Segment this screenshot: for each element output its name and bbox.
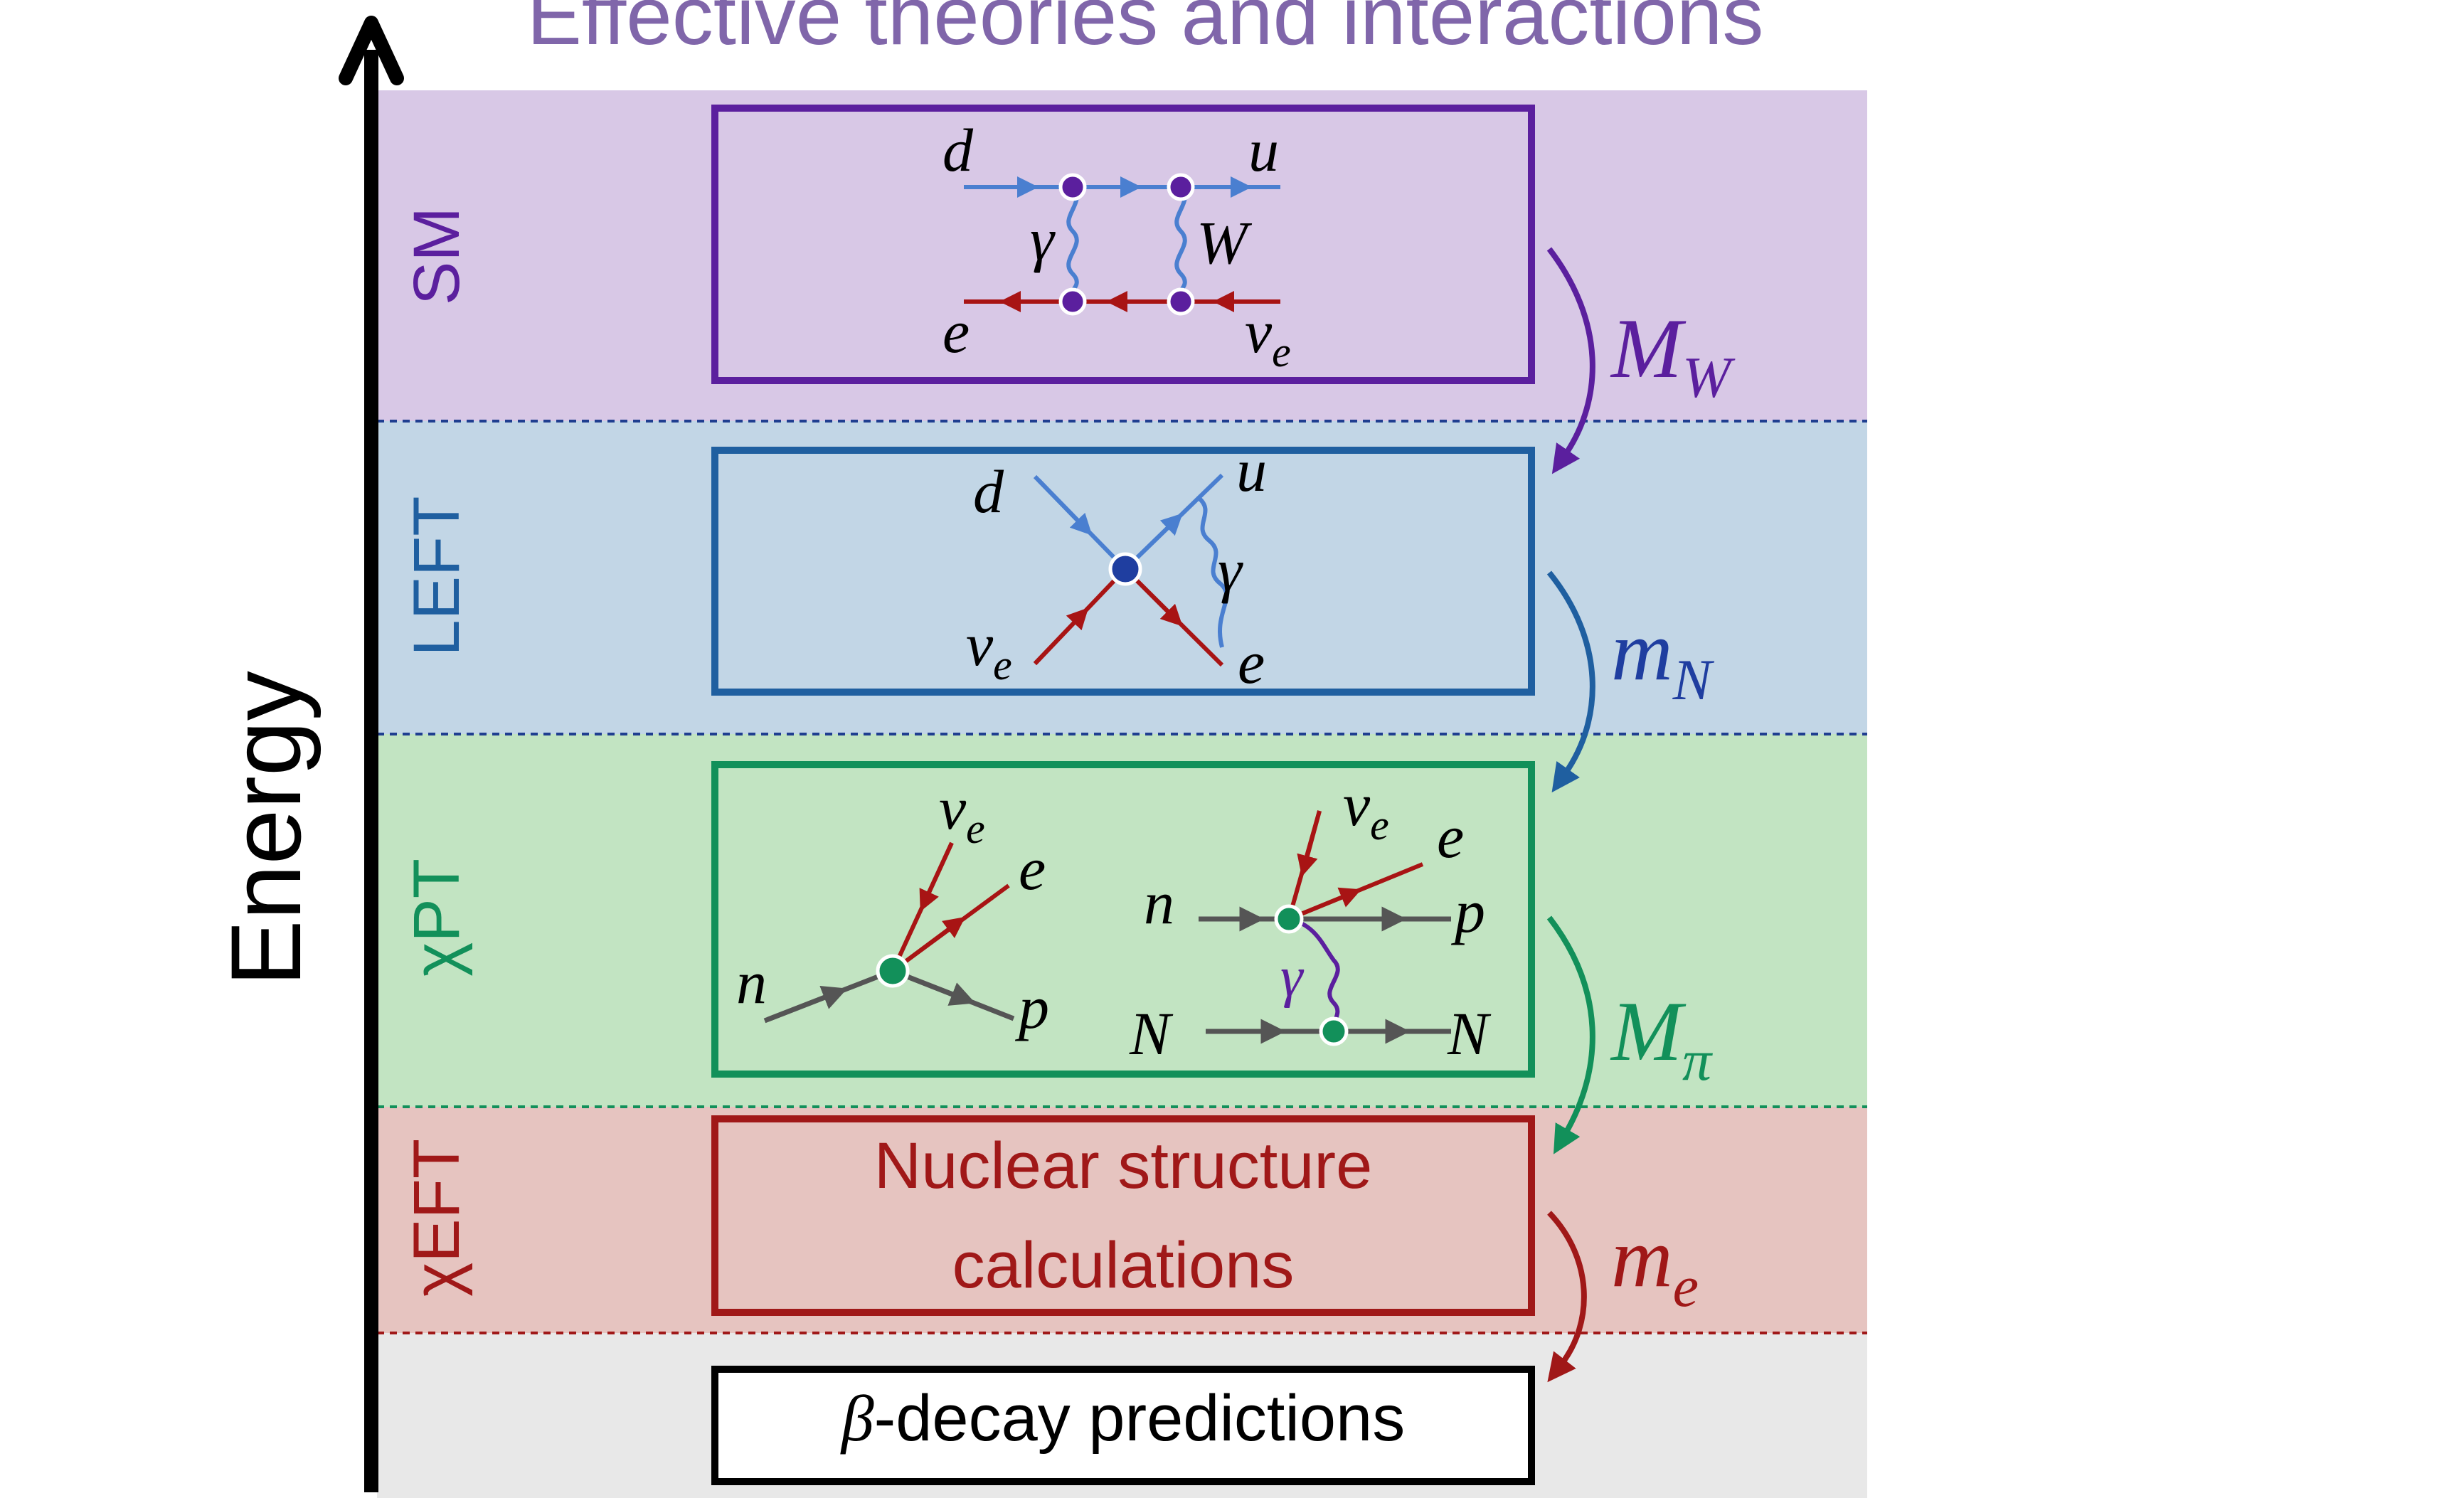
chpt-box (711, 761, 1535, 1078)
chpt-left-label-e: e (1019, 834, 1046, 903)
scale-mn: mN (1611, 603, 1715, 712)
scale-me-main: m (1611, 1210, 1673, 1305)
scale-mw-sub: W (1682, 345, 1736, 410)
chpt-right-feynman-diagram (1199, 810, 1451, 1046)
chpt-left-label-nu: νe (939, 774, 985, 852)
curved-down-arrow-icon (1546, 247, 1595, 474)
left-label-u: u (1236, 436, 1267, 504)
chpt-right-label-n: n (1144, 868, 1174, 937)
left-label-nu: νe (966, 610, 1012, 689)
chpt-right-label-n-left: N (1129, 999, 1174, 1068)
sm-label-w: W (1196, 208, 1253, 277)
band-label-chpt: χPT (400, 859, 473, 977)
sm-label-d: d (942, 116, 974, 184)
left-label-nu-sub: e (993, 642, 1012, 689)
sm-feynman-diagram (964, 173, 1280, 316)
up-arrow-icon (339, 16, 404, 1492)
scale-me: me (1611, 1210, 1699, 1319)
scale-mn-sub: N (1672, 647, 1715, 712)
sm-label-nu-main: ν (1245, 297, 1273, 366)
nuclear-structure-box (711, 1115, 1535, 1316)
chpt-left-label-nu-sub: e (966, 805, 985, 852)
chpt-left-label-n: n (736, 948, 767, 1016)
chpt-left-label-nu-main: ν (939, 774, 967, 842)
left-label-gamma: γ (1218, 536, 1243, 604)
sm-label-u: u (1248, 116, 1279, 184)
band-chpt (377, 734, 1867, 1107)
diagram-title: Effective theories and interactions (527, 0, 1764, 62)
band-label-left: LEFT (400, 496, 473, 657)
band-label-chieft: χEFT (400, 1139, 473, 1297)
chpt-left-label-p: p (1014, 973, 1049, 1041)
left-label-e: e (1238, 628, 1265, 696)
curved-down-arrow-icon (1546, 915, 1595, 1154)
scale-mpi-main: M (1610, 984, 1687, 1078)
band-label-sm: SM (400, 207, 473, 305)
sm-box (711, 105, 1535, 384)
chpt-right-label-gamma: γ (1280, 946, 1305, 1009)
sm-label-gamma: γ (1030, 205, 1056, 273)
left-label-nu-main: ν (966, 610, 994, 679)
scale-mpi-sub: π (1682, 1028, 1713, 1093)
beta-decay-text: -decay predictions (874, 1382, 1406, 1455)
sm-label-nu-sub: e (1272, 329, 1291, 376)
beta-decay-predictions-box (711, 1366, 1535, 1485)
scale-mw-main: M (1610, 301, 1687, 395)
scale-me-sub: e (1673, 1254, 1699, 1319)
scale-mn-main: m (1611, 603, 1673, 698)
beta-decay-predictions: β-decay predictions (840, 1382, 1405, 1455)
beta-symbol: β (840, 1382, 874, 1455)
energy-axis-label: Energy (210, 671, 322, 987)
curved-down-arrow-icon (1547, 1211, 1587, 1383)
sm-label-nu: νe (1245, 297, 1291, 376)
left-feynman-diagram (1033, 473, 1229, 667)
chpt-right-label-nu: νe (1343, 770, 1389, 849)
left-label-d: d (973, 457, 1004, 526)
curved-down-arrow-icon (1546, 570, 1595, 793)
nuclear-structure-line2: calculations (952, 1229, 1295, 1302)
left-box (711, 447, 1535, 696)
chpt-right-label-n-right: N (1447, 999, 1492, 1068)
scale-mw: MW (1610, 301, 1736, 410)
nuclear-structure-line1: Nuclear structure (874, 1130, 1372, 1202)
chpt-right-label-e: e (1437, 802, 1464, 871)
scale-mpi: Mπ (1610, 984, 1713, 1093)
chpt-right-label-nu-sub: e (1370, 802, 1389, 849)
sm-label-e: e (942, 297, 970, 366)
band-chieft (377, 1107, 1867, 1333)
chpt-right-label-nu-main: ν (1343, 770, 1371, 839)
chpt-left-feynman-diagram (763, 841, 1015, 1024)
band-sm (377, 90, 1867, 421)
chpt-right-label-p: p (1450, 877, 1485, 945)
